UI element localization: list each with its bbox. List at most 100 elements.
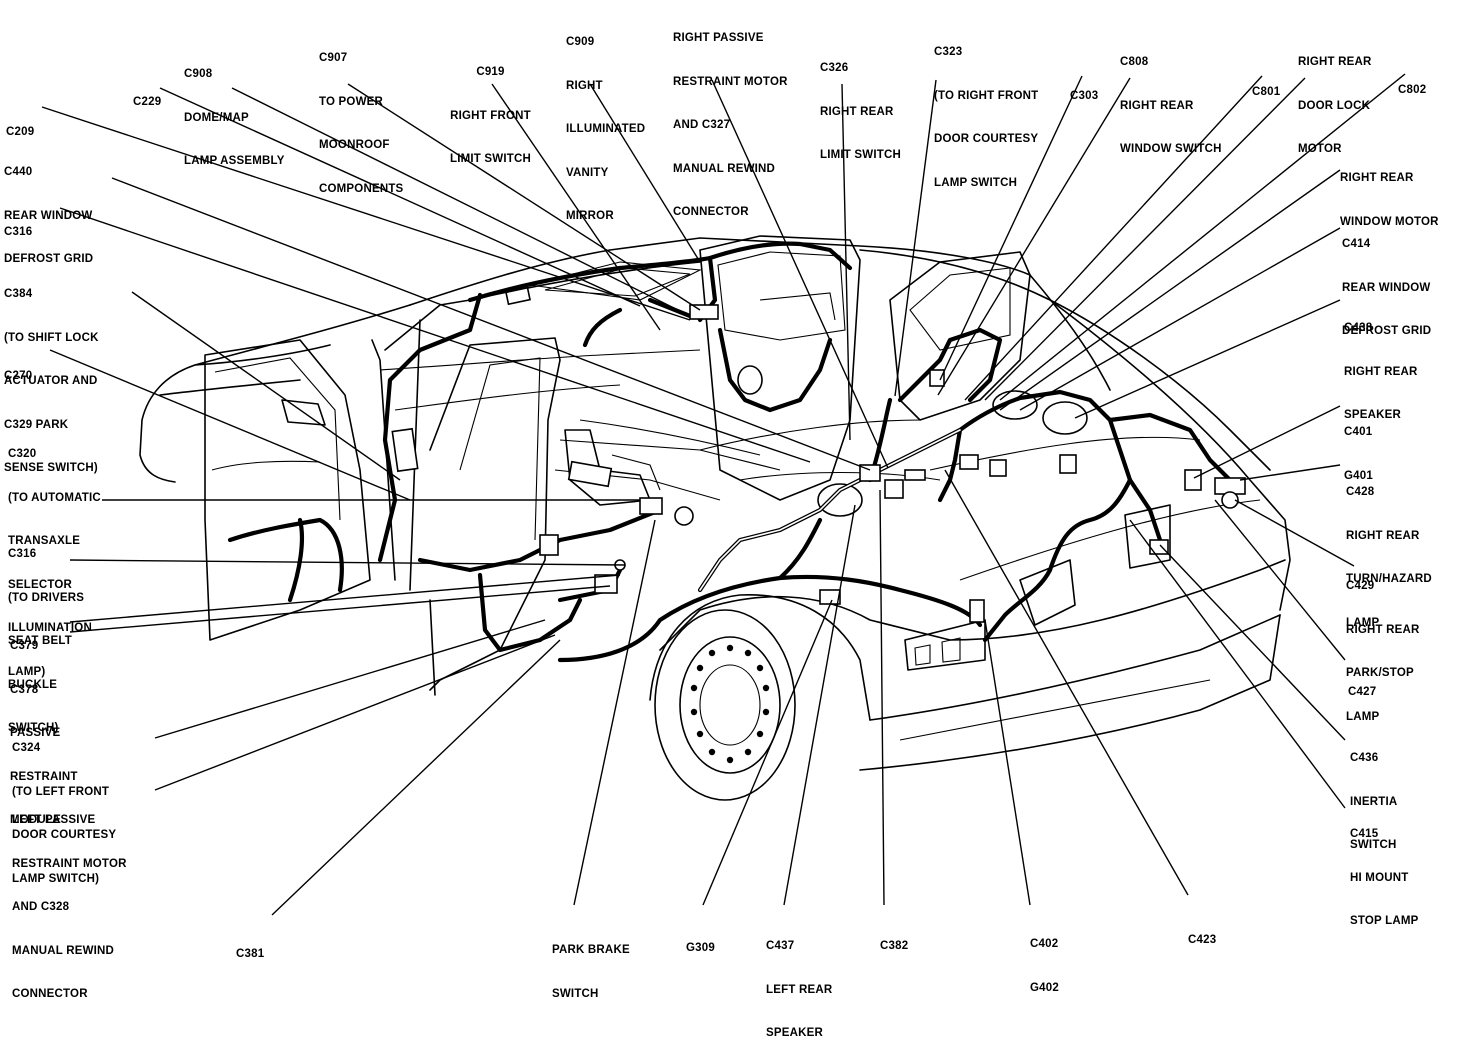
label-c379-c378: C379 C378 PASSIVE RESTRAINT MODULE — [10, 610, 78, 842]
label-line: C909 — [566, 36, 595, 48]
label-line: C329 PARK — [4, 418, 69, 431]
label-c401-g401: C401 G401 — [1344, 396, 1373, 498]
label-right-rear-window-motor: RIGHT REAR WINDOW MOTOR — [1340, 142, 1439, 244]
label-c415: C415 HI MOUNT STOP LAMP — [1350, 798, 1418, 943]
label-line: DOME/MAP — [184, 111, 249, 124]
label-line: C919 — [476, 66, 505, 78]
vehicle-illustration — [41, 73, 1406, 916]
label-line: MOTOR — [1298, 143, 1342, 155]
label-line: C908 — [184, 68, 213, 80]
label-line: (TO RIGHT FRONT — [934, 89, 1039, 102]
label-c316-seat-belt: C316 (TO DRIVERS SEAT BELT BUCKLE SWITCH… — [8, 518, 84, 750]
label-line: DEFROST GRID — [4, 253, 94, 265]
label-line: C326 — [820, 62, 849, 74]
label-line: C323 — [934, 46, 963, 58]
label-line: LAMP) — [8, 665, 46, 678]
label-line: AND C327 — [673, 119, 731, 131]
label-line: LAMP SWITCH — [934, 176, 1018, 189]
label-line: REAR WINDOW — [1342, 281, 1431, 294]
label-line: AND C328 — [12, 901, 70, 913]
label-line: RIGHT FRONT — [450, 109, 531, 122]
label-park-brake-switch: PARK BRAKE SWITCH — [552, 914, 630, 1016]
label-line: VANITY — [566, 166, 609, 179]
connector-blocks — [391, 286, 1246, 623]
label-line: (TO LEFT FRONT — [12, 785, 110, 798]
label-line: PASSIVE — [10, 727, 61, 739]
label-line: C802 — [1398, 84, 1427, 96]
label-c429: C429 RIGHT REAR PARK/STOP LAMP — [1346, 550, 1420, 739]
label-line: PARK BRAKE — [552, 944, 630, 956]
label-line: C423 — [1188, 934, 1217, 946]
label-c414: C414 REAR WINDOW DEFROST GRID — [1342, 208, 1431, 353]
label-line: C316 — [4, 226, 33, 238]
label-line: C414 — [1342, 238, 1371, 250]
label-line: G401 — [1344, 469, 1373, 482]
label-line: C438 — [1344, 322, 1373, 334]
label-g309: G309 — [686, 912, 715, 970]
label-line: CONNECTOR — [673, 206, 749, 218]
label-c229: C229 — [133, 66, 161, 124]
label-line: LIMIT SWITCH — [820, 149, 901, 161]
label-c323: C323 (TO RIGHT FRONT DOOR COURTESY LAMP … — [934, 16, 1038, 205]
label-line: RIGHT REAR — [820, 105, 894, 118]
label-line: RIGHT REAR — [1120, 99, 1194, 112]
wiring-diagram: C209 C229 C908 DOME/MAP LAMP ASSEMBLY C9… — [4, 6, 1439, 1039]
label-line: COMPONENTS — [319, 182, 404, 195]
label-line: RIGHT REAR — [1340, 172, 1414, 184]
label-line: TURN/HAZARD — [1346, 573, 1432, 585]
label-line: C401 — [1344, 426, 1373, 438]
label-line: C324 — [12, 742, 41, 754]
label-c270: C270 — [4, 340, 32, 398]
label-line: WINDOW SWITCH — [1120, 143, 1222, 155]
label-line: LIMIT SWITCH — [450, 153, 531, 165]
label-left-passive-restraint-motor: LEFT PASSIVE RESTRAINT MOTOR AND C328 MA… — [12, 784, 127, 1016]
label-c907: C907 TO POWER MOONROOF COMPONENTS — [319, 22, 403, 211]
label-c440: C440 REAR WINDOW DEFROST GRID — [4, 136, 93, 281]
label-line: RIGHT REAR — [1344, 365, 1418, 378]
label-right-rear-door-lock-motor: RIGHT REAR DOOR LOCK MOTOR — [1298, 26, 1372, 171]
label-c382: C382 — [880, 910, 908, 968]
label-line: INERTIA — [1350, 795, 1398, 808]
label-line: C428 — [1346, 486, 1375, 498]
label-line: ILLUMINATION — [8, 622, 92, 634]
label-line: DEFROST GRID — [1342, 325, 1432, 337]
label-c423: C423 — [1188, 904, 1216, 962]
leader-lines — [41, 73, 1406, 916]
label-c316: C316 — [4, 196, 32, 254]
label-c427: C427 — [1348, 656, 1376, 714]
label-line: LEFT PASSIVE — [12, 814, 96, 826]
label-c384: C384 (TO SHIFT LOCK ACTUATOR AND C329 PA… — [4, 258, 99, 490]
label-c402-g402: C402 G402 — [1030, 908, 1059, 1010]
label-line: C382 — [880, 940, 909, 952]
label-line: G309 — [686, 942, 715, 954]
label-line: C440 — [4, 166, 33, 178]
label-line: STOP LAMP — [1350, 915, 1419, 927]
label-line: C229 — [133, 96, 162, 108]
label-line: C384 — [4, 288, 33, 300]
label-c909: C909 RIGHT ILLUMINATED VANITY MIRROR — [566, 6, 645, 238]
label-c436: C436 INERTIA SWITCH — [1350, 722, 1397, 867]
label-line: ILLUMINATED — [566, 123, 646, 135]
label-line: MANUAL REWIND — [12, 944, 115, 957]
label-line: SWITCH — [552, 987, 599, 1000]
label-line: MODULE — [10, 814, 62, 826]
label-c209: C209 — [6, 96, 34, 154]
label-line: SPEAKER — [766, 1027, 823, 1039]
label-c428: C428 RIGHT REAR TURN/HAZARD LAMP — [1346, 456, 1432, 645]
label-c324: C324 (TO LEFT FRONT DOOR COURTESY LAMP S… — [12, 712, 116, 901]
label-line: G402 — [1030, 981, 1059, 994]
label-line: (TO DRIVERS — [8, 591, 85, 604]
label-c801: C801 — [1252, 56, 1280, 114]
label-c919: C919 RIGHT FRONT LIMIT SWITCH — [450, 36, 531, 181]
label-line: C436 — [1350, 752, 1379, 764]
label-line: BUCKLE — [8, 678, 58, 691]
label-c326: C326 RIGHT REAR LIMIT SWITCH — [820, 32, 901, 177]
label-line: ACTUATOR AND — [4, 375, 98, 387]
label-line: RIGHT REAR — [1346, 529, 1420, 542]
label-line: REAR WINDOW — [4, 209, 93, 222]
label-line: C402 — [1030, 938, 1059, 950]
label-line: HI MOUNT — [1350, 871, 1409, 884]
label-line: TRANSAXLE — [8, 535, 81, 547]
label-line: C270 — [4, 370, 33, 382]
label-line: MIRROR — [566, 210, 614, 222]
